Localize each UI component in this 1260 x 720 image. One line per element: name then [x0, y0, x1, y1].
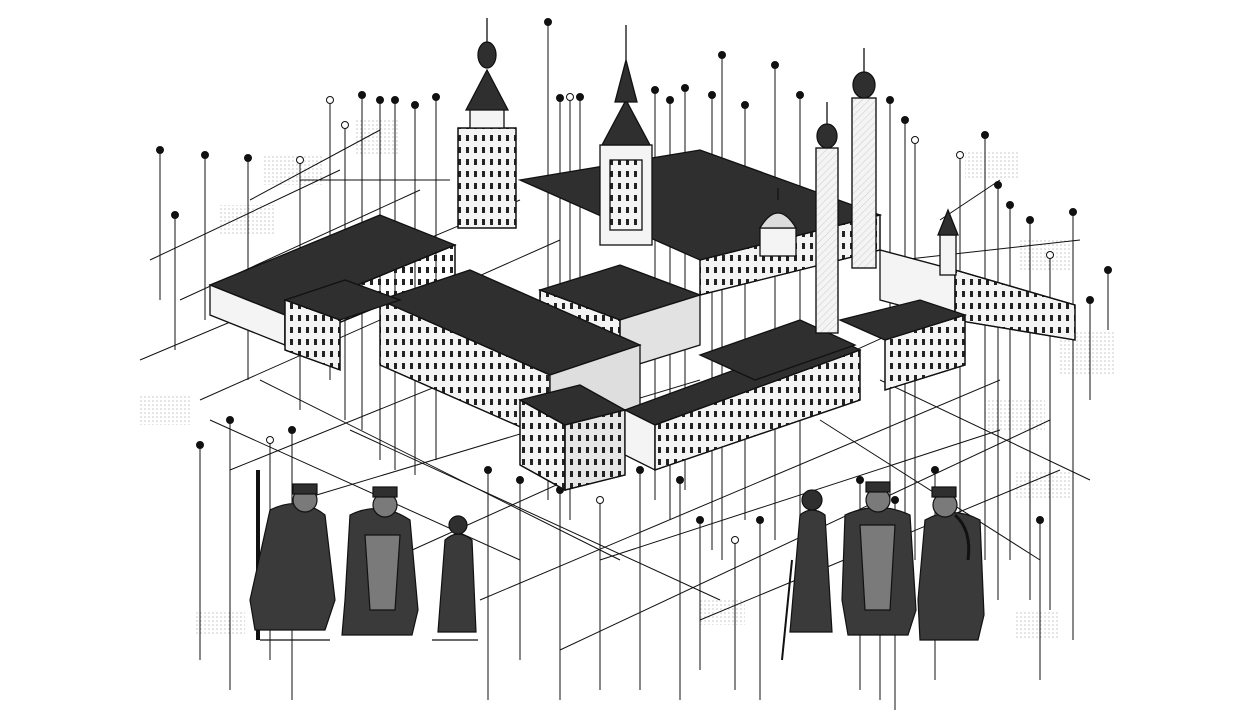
pin-head	[666, 96, 674, 104]
building-left-inner	[283, 279, 402, 371]
pin-head	[516, 476, 524, 484]
tower-center	[599, 25, 653, 246]
figure-seated-left-staff	[249, 470, 336, 641]
connector-line	[899, 239, 1081, 261]
pin-head	[566, 93, 574, 101]
pin-head	[266, 436, 274, 444]
figure-seated-far-right	[917, 486, 985, 641]
pin-head	[708, 91, 716, 99]
tower-right-slim	[815, 102, 839, 334]
pin-head	[201, 151, 209, 159]
pin-head	[636, 466, 644, 474]
connector-line	[599, 429, 1001, 561]
pin-head	[901, 116, 909, 124]
tower-minaret	[851, 48, 877, 269]
pin-head	[856, 476, 864, 484]
pin-head	[288, 426, 296, 434]
pin-head	[1006, 201, 1014, 209]
pin-head	[411, 101, 419, 109]
pin-head	[391, 96, 399, 104]
pin-head	[1069, 208, 1077, 216]
figure-seated-right	[841, 481, 917, 636]
connector-line	[249, 129, 381, 201]
building-row-front-left	[378, 269, 642, 441]
pin-head	[556, 94, 564, 102]
pin-head	[376, 96, 384, 104]
building-front-corner	[518, 384, 627, 492]
pin-head	[771, 61, 779, 69]
pin-head	[681, 84, 689, 92]
pin-head	[296, 156, 304, 164]
pin-head	[651, 86, 659, 94]
pin-head	[1046, 251, 1054, 259]
pin-head	[886, 96, 894, 104]
pin-head	[696, 516, 704, 524]
connector-line	[149, 169, 341, 261]
pin-head	[676, 476, 684, 484]
figure-seated-second	[341, 486, 419, 636]
connector-line	[259, 379, 621, 561]
connector-line	[819, 419, 1041, 561]
pin-head	[741, 101, 749, 109]
pin-head	[484, 466, 492, 474]
pin-head	[891, 496, 899, 504]
pin-head	[326, 96, 334, 104]
pin-head	[911, 136, 919, 144]
pin-head	[244, 154, 252, 162]
pin-head	[156, 146, 164, 154]
city-blocks	[208, 149, 1076, 492]
pin-head	[226, 416, 234, 424]
pin-head	[341, 121, 349, 129]
building-row-right	[879, 249, 1076, 341]
towers	[457, 18, 959, 334]
pin-head	[1086, 296, 1094, 304]
figure-standing-right-cane	[781, 489, 833, 661]
figure-standing-small	[432, 515, 478, 641]
pin-head	[756, 516, 764, 524]
pin-head	[171, 211, 179, 219]
pin-head	[796, 91, 804, 99]
pin-head	[981, 131, 989, 139]
pin-head	[576, 93, 584, 101]
pin-head	[731, 536, 739, 544]
connector-line	[479, 379, 1001, 601]
pin-head	[1104, 266, 1112, 274]
pin-head	[596, 496, 604, 504]
pin-head	[196, 441, 204, 449]
pin-head	[1026, 216, 1034, 224]
connector-line	[349, 429, 721, 601]
pin-head	[544, 18, 552, 26]
figures	[249, 470, 985, 661]
building-mid-right	[698, 299, 968, 391]
pin-head	[956, 151, 964, 159]
pin-head	[1036, 516, 1044, 524]
pin-head	[718, 51, 726, 59]
dome-building	[758, 188, 798, 257]
tower-left	[457, 18, 517, 229]
pin-head	[358, 91, 366, 99]
tower-small-spire	[937, 208, 959, 276]
connector-line	[879, 379, 1091, 481]
pin-head	[432, 93, 440, 101]
